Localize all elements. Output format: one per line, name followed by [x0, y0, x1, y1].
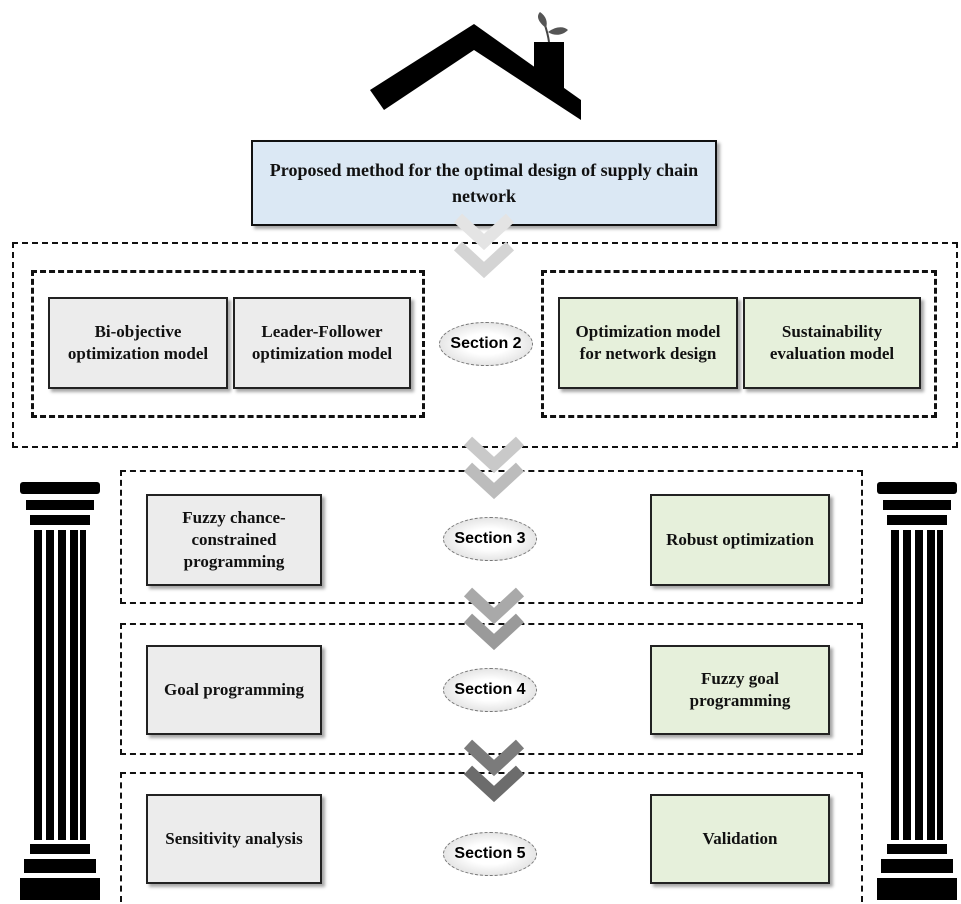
goal-programming-text: Goal programming [164, 680, 304, 699]
sensitivity-box: Sensitivity analysis [146, 794, 322, 884]
chevron-down-icon [463, 436, 525, 500]
right-pillar-icon [877, 482, 957, 900]
fuzzy-chance-box: Fuzzy chance-constrained programming [146, 494, 322, 586]
bi-objective-box: Bi-objective optimization model [48, 297, 228, 389]
network-design-box: Optimization model for network design [558, 297, 738, 389]
sustainability-box: Sustainability evaluation model [743, 297, 921, 389]
goal-programming-box: Goal programming [146, 645, 322, 735]
chevron-down-icon [463, 739, 525, 803]
section2-badge: Section 2 [439, 322, 533, 366]
section5-label: Section 5 [454, 845, 526, 862]
left-pillar-icon [20, 482, 100, 900]
validation-text: Validation [702, 829, 778, 848]
fuzzy-goal-box: Fuzzy goal programming [650, 645, 830, 735]
section3-frame [120, 470, 863, 604]
fuzzy-goal-text: Fuzzy goal programming [689, 669, 791, 710]
robust-optimization-text: Robust optimization [666, 530, 814, 549]
section2-label: Section 2 [450, 335, 522, 352]
section4-frame [120, 623, 863, 755]
section4-label: Section 4 [454, 681, 526, 698]
leader-follower-text: Leader-Follower optimization model [251, 322, 393, 363]
roof-icon [370, 12, 581, 120]
section5-badge: Section 5 [443, 832, 537, 876]
chevron-down-icon [463, 587, 525, 651]
title-text: Proposed method for the optimal design o… [269, 160, 699, 206]
validation-box: Validation [650, 794, 830, 884]
chevron-down-icon [453, 213, 515, 279]
leader-follower-box: Leader-Follower optimization model [233, 297, 411, 389]
title-box: Proposed method for the optimal design o… [251, 140, 717, 226]
section2-right-group [541, 270, 937, 418]
fuzzy-chance-text: Fuzzy chance-constrained programming [182, 508, 286, 571]
sensitivity-text: Sensitivity analysis [165, 829, 303, 848]
sustainability-text: Sustainability evaluation model [769, 322, 895, 363]
bi-objective-text: Bi-objective optimization model [67, 322, 209, 363]
network-design-text: Optimization model for network design [575, 322, 721, 363]
section3-badge: Section 3 [443, 517, 537, 561]
section4-badge: Section 4 [443, 668, 537, 712]
section3-label: Section 3 [454, 530, 526, 547]
section2-left-group [31, 270, 425, 418]
robust-optimization-box: Robust optimization [650, 494, 830, 586]
